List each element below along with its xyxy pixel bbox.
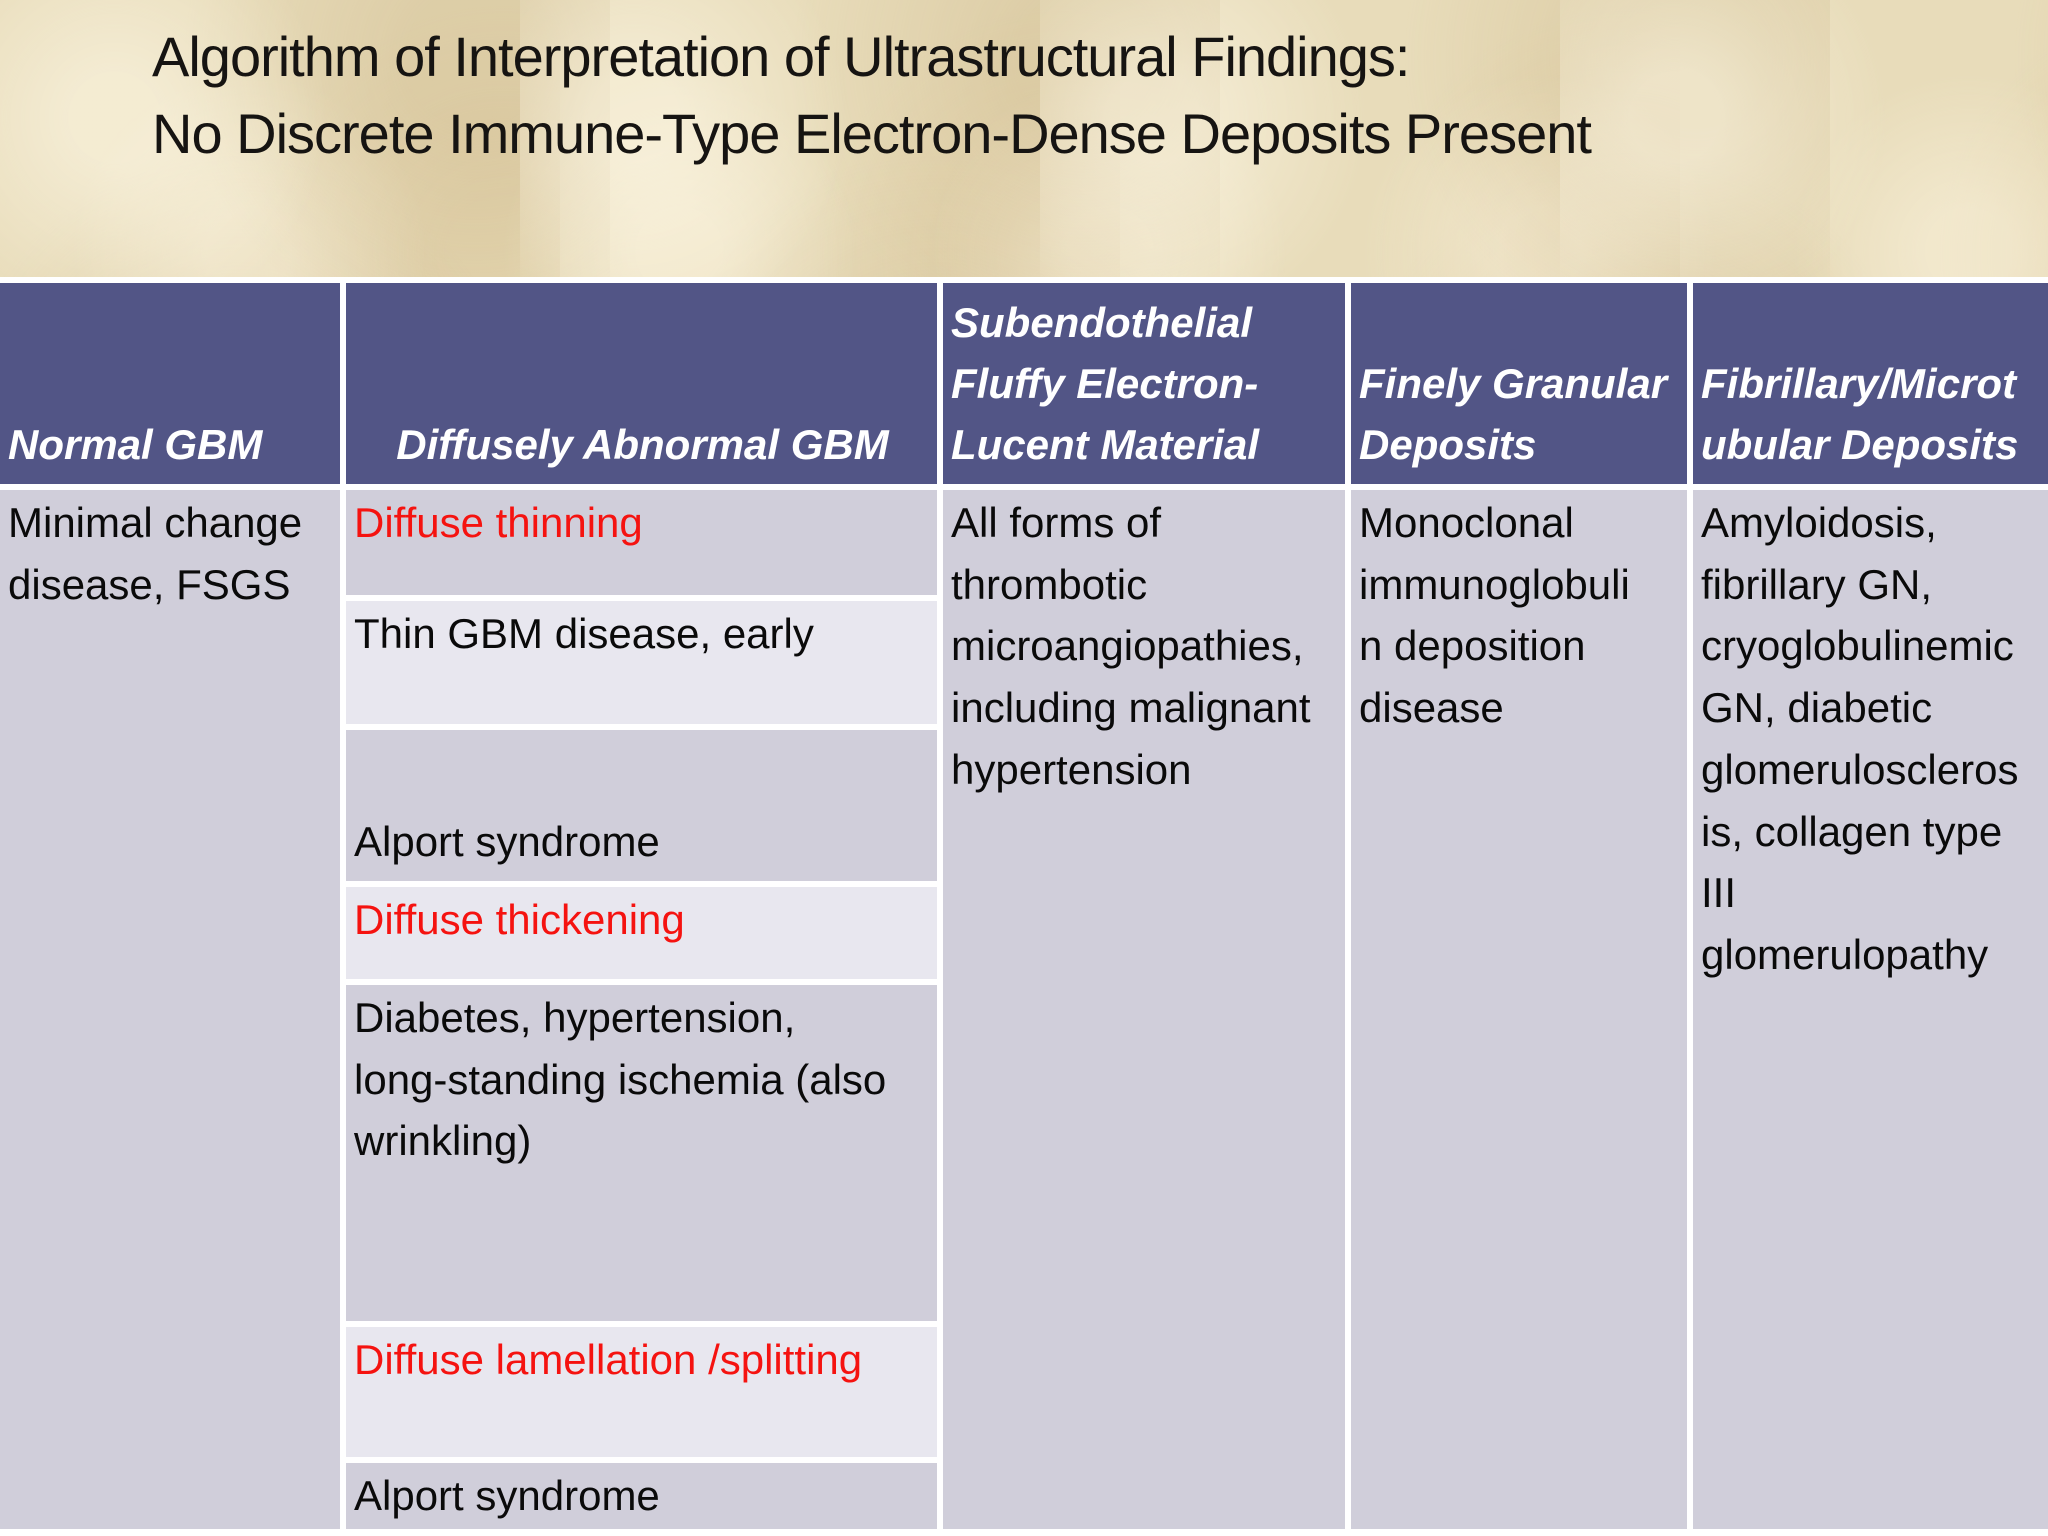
body-cell-finely-granular: Monoclonal immunoglobuli n deposition di…: [1351, 490, 1687, 1529]
header-cell-fibrillary-microtubular: Fibrillary/Microt ubular Deposits: [1693, 283, 2048, 484]
body-cell-fibrillary-microtubular: Amyloidosis, fibrillary GN, cryoglobulin…: [1693, 490, 2048, 1529]
header-cell-diffusely-abnormal-gbm: Diffusely Abnormal GBM: [346, 283, 937, 484]
table-row-diffuse-thinning: Diffuse thinning: [346, 490, 937, 595]
table-row-alport-syndrome-2: Alport syndrome: [346, 1463, 937, 1529]
table-row-diabetes-hypertension: Diabetes, hypertension, long-standing is…: [346, 985, 937, 1321]
table-row-thin-gbm-disease: Thin GBM disease, early: [346, 601, 937, 724]
table-row-diffuse-thickening: Diffuse thickening: [346, 887, 937, 979]
header-cell-normal-gbm: Normal GBM: [0, 283, 340, 484]
body-cell-diffusely-abnormal-gbm: Diffuse thinning Thin GBM disease, early…: [346, 490, 937, 1529]
table-row-diffuse-lamellation: Diffuse lamellation /splitting: [346, 1327, 937, 1457]
findings-table: Normal GBM Diffusely Abnormal GBM Subend…: [0, 277, 2048, 1536]
body-cell-subendothelial: All forms of thrombotic microangiopathie…: [943, 490, 1345, 1529]
slide-title: Algorithm of Interpretation of Ultrastru…: [152, 25, 1592, 166]
body-cell-normal-gbm: Minimal change disease, FSGS: [0, 490, 340, 1529]
header-cell-finely-granular: Finely Granular Deposits: [1351, 283, 1687, 484]
header-cell-subendothelial: Subendothelial Fluffy Electron- Lucent M…: [943, 283, 1345, 484]
table-row-alport-syndrome-1: Alport syndrome: [346, 730, 937, 881]
